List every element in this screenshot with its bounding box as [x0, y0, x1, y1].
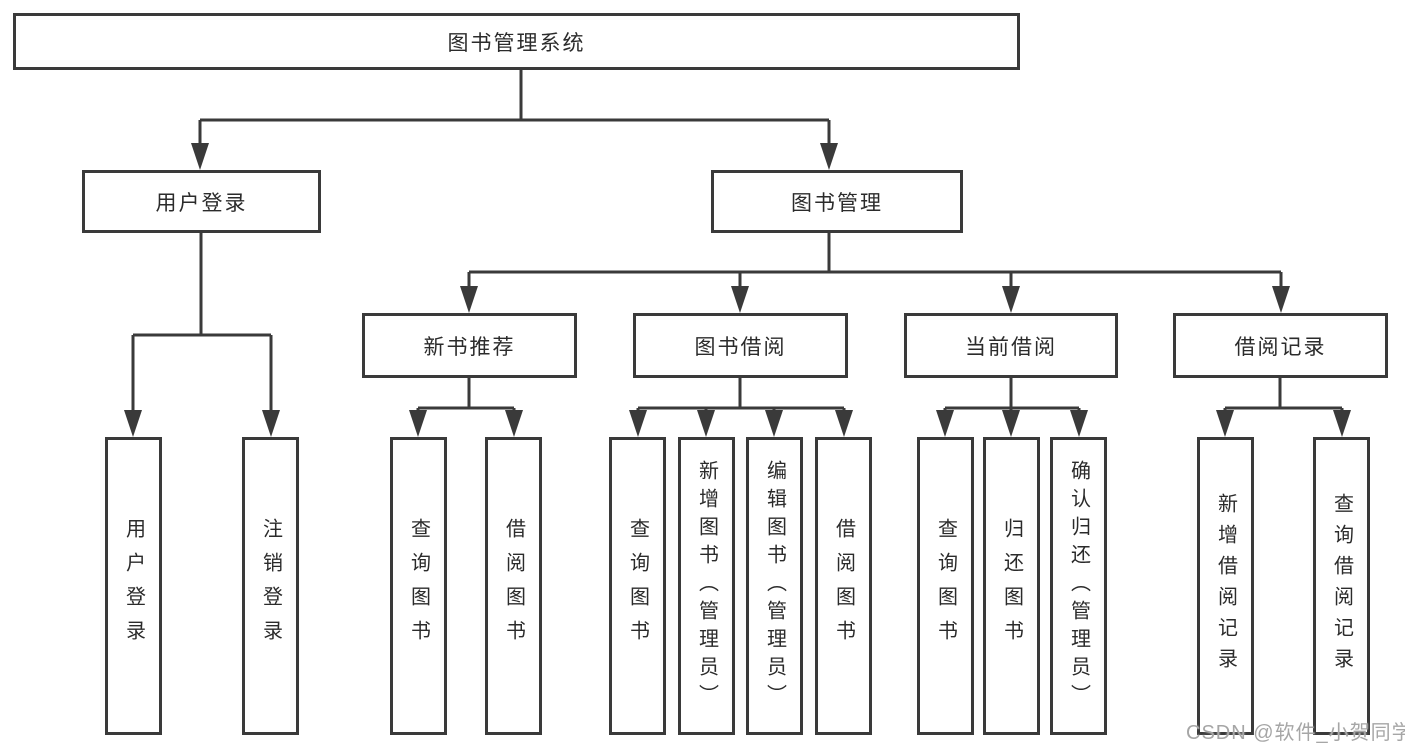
leaf-borrow-books: 借阅图书	[815, 437, 872, 735]
node-label: 借阅记录	[1234, 335, 1327, 359]
leaf-query-books-borrow: 查询图书	[609, 437, 666, 735]
node-label: 用户登录	[155, 191, 248, 215]
csdn-watermark: CSDN @软件_小贺同学	[1186, 722, 1405, 744]
node-label: 图书管理	[791, 191, 883, 215]
leaf-user-login: 用户登录	[105, 437, 162, 735]
leaf-query-borrow-record: 查询借阅记录	[1313, 437, 1370, 735]
leaf-logout: 注销登录	[242, 437, 299, 735]
node-label: 编辑图书（管理员）	[763, 460, 786, 712]
node-label: 借阅图书	[832, 518, 855, 654]
leaf-borrow-books-recommend: 借阅图书	[485, 437, 542, 735]
node-label: 新增借阅记录	[1214, 493, 1237, 679]
node-book-management: 图书管理	[711, 170, 963, 233]
node-label: 图书借阅	[694, 335, 787, 359]
leaf-return-books: 归还图书	[983, 437, 1040, 735]
node-label: 用户登录	[122, 518, 145, 654]
node-new-book-recommendation: 新书推荐	[362, 313, 577, 378]
node-user-login: 用户登录	[82, 170, 321, 233]
leaf-add-borrow-record: 新增借阅记录	[1197, 437, 1254, 735]
node-label: 注销登录	[259, 518, 282, 654]
leaf-query-books-current: 查询图书	[917, 437, 974, 735]
node-label: 查询图书	[626, 518, 649, 654]
node-label: 借阅图书	[502, 518, 525, 654]
node-label: 当前借阅	[965, 335, 1057, 359]
leaf-confirm-return-admin: 确认归还（管理员）	[1050, 437, 1107, 735]
node-label: 查询借阅记录	[1330, 493, 1353, 679]
leaf-add-books-admin: 新增图书（管理员）	[678, 437, 735, 735]
node-label: 查询图书	[407, 518, 430, 654]
node-borrowing-records: 借阅记录	[1173, 313, 1388, 378]
node-label: 新书推荐	[423, 335, 516, 359]
node-label: 图书管理系统	[447, 31, 586, 55]
node-label: 查询图书	[934, 518, 957, 654]
node-label: 新增图书（管理员）	[695, 460, 718, 712]
leaf-edit-books-admin: 编辑图书（管理员）	[746, 437, 803, 735]
node-label: 归还图书	[1000, 518, 1023, 654]
node-label: 确认归还（管理员）	[1067, 460, 1090, 712]
node-current-borrowing: 当前借阅	[904, 313, 1118, 378]
leaf-query-books-recommend: 查询图书	[390, 437, 447, 735]
node-root-library-management-system: 图书管理系统	[13, 13, 1020, 70]
node-book-borrowing: 图书借阅	[633, 313, 848, 378]
